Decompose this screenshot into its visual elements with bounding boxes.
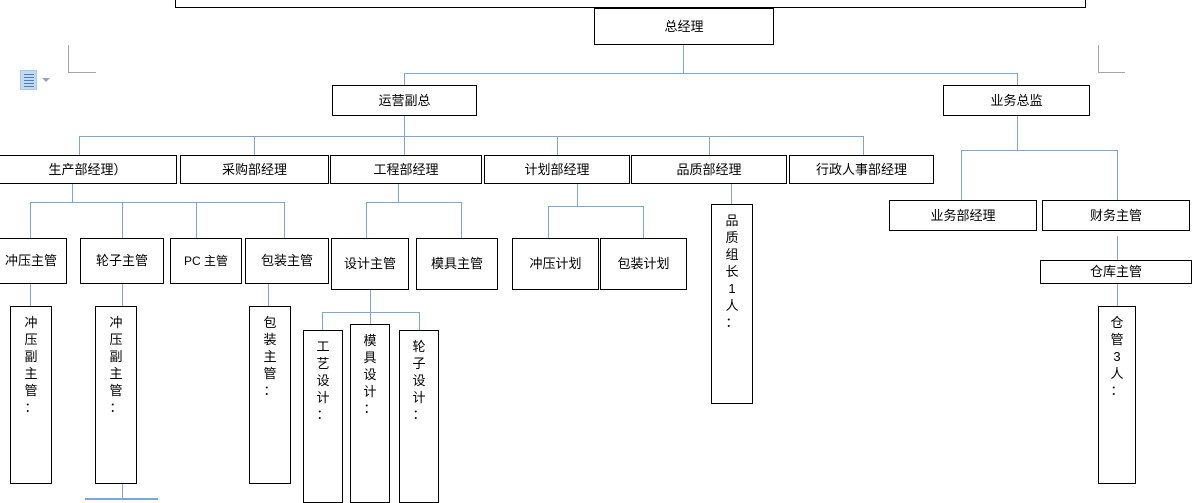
node-packaging-sub-supervisor-label: 包装主管： — [263, 315, 277, 398]
connector-design-to-wheel — [419, 312, 420, 330]
node-business-director[interactable]: 业务总监 — [943, 85, 1090, 116]
connector-deputy2-bar — [85, 498, 158, 500]
connector-eng-to-design — [366, 202, 367, 238]
paste-options-tag[interactable] — [20, 70, 50, 90]
connector-eng-bar — [366, 202, 461, 203]
node-stamping-plan[interactable]: 冲压计划 — [512, 238, 599, 290]
connector-biz-bar — [961, 150, 1117, 151]
connector-gm-bar — [404, 73, 1017, 74]
connector-ops-to-quality — [709, 136, 710, 155]
node-wheel-design-label: 轮子设计： — [412, 339, 426, 422]
node-finance-supervisor[interactable]: 财务主管 — [1042, 200, 1190, 231]
connector-ops-to-plan — [557, 136, 558, 155]
clipped-title-box — [175, 0, 1086, 8]
connector-ops-to-prod — [79, 136, 80, 155]
connector-gm-down — [683, 45, 684, 73]
connector-ops-to-hr — [863, 136, 864, 155]
node-packaging-plan[interactable]: 包装计划 — [600, 238, 687, 290]
connector-warehouse-to-staff — [1117, 284, 1118, 306]
connector-biz-to-finance — [1117, 150, 1118, 200]
node-planning-manager[interactable]: 计划部经理 — [484, 155, 630, 184]
connector-plan-down — [577, 184, 578, 206]
connector-eng-to-mold — [461, 202, 462, 238]
connector-plan-to-stamp — [548, 206, 549, 238]
chevron-down-icon[interactable] — [42, 78, 50, 82]
connector-stamp-to-deputy1 — [30, 284, 31, 306]
node-production-manager[interactable]: 生产部经理） — [0, 155, 177, 184]
node-engineering-manager[interactable]: 工程部经理 — [330, 155, 482, 184]
node-wheel-design[interactable]: 轮子设计： — [399, 330, 439, 503]
node-general-manager[interactable]: 总经理 — [594, 8, 774, 45]
connector-deputy2-down — [122, 482, 123, 498]
node-stamping-deputy-2-label: 冲压副主管： — [109, 315, 123, 415]
node-process-design[interactable]: 工艺设计： — [303, 330, 343, 503]
connector-design-to-mold — [370, 312, 371, 324]
node-operations-vp[interactable]: 运营副总 — [332, 85, 477, 116]
paste-options-icon[interactable] — [20, 70, 37, 90]
margin-corner-top-left — [68, 45, 96, 73]
node-stamping-deputy-2[interactable]: 冲压副主管： — [95, 306, 137, 484]
connector-design-down — [370, 290, 371, 312]
connector-prod-to-stamp — [30, 202, 31, 238]
connector-finance-to-warehouse — [1117, 236, 1118, 260]
connector-ops-to-purch — [254, 136, 255, 155]
node-packaging-sub-supervisor[interactable]: 包装主管： — [249, 306, 291, 484]
node-quality-manager[interactable]: 品质部经理 — [631, 155, 787, 184]
node-stamping-deputy-1-label: 冲压副主管： — [24, 315, 38, 415]
margin-corner-top-right — [1098, 45, 1125, 73]
connector-biz-to-salesmgr — [961, 150, 962, 200]
connector-wheel-to-deputy2 — [122, 284, 123, 306]
node-design-supervisor[interactable]: 设计主管 — [331, 238, 409, 290]
node-stamping-deputy-1[interactable]: 冲压副主管： — [10, 306, 52, 484]
node-mold-design[interactable]: 模具设计： — [350, 324, 390, 503]
connector-gm-to-ops — [404, 73, 405, 85]
node-mold-supervisor[interactable]: 模具主管 — [416, 238, 498, 290]
node-wheel-supervisor[interactable]: 轮子主管 — [80, 238, 164, 284]
node-hr-admin-manager[interactable]: 行政人事部经理 — [789, 155, 934, 184]
connector-biz-down — [1017, 116, 1018, 150]
connector-design-to-craft — [322, 312, 323, 330]
node-purchasing-manager[interactable]: 采购部经理 — [180, 155, 329, 184]
node-warehouse-supervisor[interactable]: 仓库主管 — [1040, 260, 1192, 284]
node-mold-design-label: 模具设计： — [363, 333, 377, 416]
connector-plan-bar — [548, 206, 643, 207]
connector-prod-to-pc — [196, 202, 197, 238]
connector-prod-down — [72, 184, 73, 202]
node-packaging-supervisor[interactable]: 包装主管 — [245, 238, 329, 284]
connector-gm-to-biz — [1017, 73, 1018, 85]
node-pc-supervisor[interactable]: PC 主管 — [170, 238, 242, 284]
connector-ops-down — [404, 116, 405, 136]
node-sales-manager[interactable]: 业务部经理 — [889, 200, 1037, 231]
node-stamping-supervisor[interactable]: 冲压主管 — [0, 238, 67, 284]
connector-pack-to-packsup — [268, 284, 269, 306]
connector-prod-to-pack — [284, 202, 285, 238]
connector-quality-down — [731, 184, 732, 204]
connector-ops-bar — [79, 136, 863, 137]
node-process-design-label: 工艺设计： — [316, 339, 330, 422]
connector-eng-down — [398, 184, 399, 202]
connector-prod-bar — [30, 202, 284, 203]
connector-ops-to-eng — [404, 136, 405, 155]
connector-plan-to-pack — [643, 206, 644, 238]
connector-prod-to-wheel — [122, 202, 123, 238]
